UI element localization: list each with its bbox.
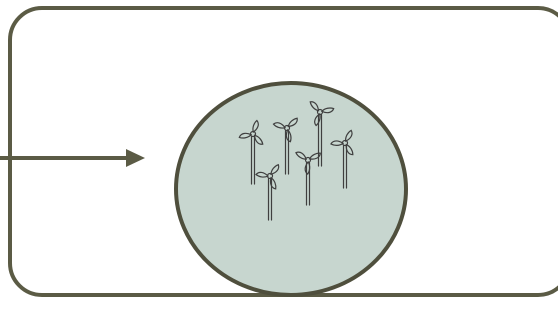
turbine-blade <box>238 132 253 139</box>
turbine-blade <box>345 129 353 143</box>
wind-farm-circle <box>174 81 408 297</box>
wind-turbine-icon <box>295 151 321 206</box>
turbine-blade <box>270 163 280 176</box>
arrow-head <box>126 149 145 167</box>
turbine-blade <box>309 101 320 112</box>
turbine-blade <box>330 140 345 146</box>
turbine-blade <box>255 171 270 178</box>
wind-turbine-icon <box>238 119 264 185</box>
turbine-blade <box>272 122 287 129</box>
turbine-blade <box>304 160 311 175</box>
turbine-tower <box>342 145 348 189</box>
turbine-blade <box>285 128 292 143</box>
turbine-blade <box>287 117 298 128</box>
wind-turbine-icon <box>330 129 354 189</box>
wind-turbine-icon <box>272 117 298 175</box>
turbine-blade <box>252 119 259 134</box>
wind-turbine-group <box>238 101 354 221</box>
turbine-tower <box>250 136 256 185</box>
turbine-blade <box>253 134 264 145</box>
turbine-blade <box>295 151 308 160</box>
right-arrow-icon <box>0 149 145 167</box>
turbine-blade <box>308 152 321 160</box>
turbine-blade <box>314 112 321 127</box>
turbine-blade <box>269 176 277 190</box>
turbine-blade <box>345 143 354 156</box>
turbine-blade <box>320 107 335 114</box>
turbine-tower <box>284 130 290 175</box>
wind-turbine-icon <box>255 163 280 221</box>
